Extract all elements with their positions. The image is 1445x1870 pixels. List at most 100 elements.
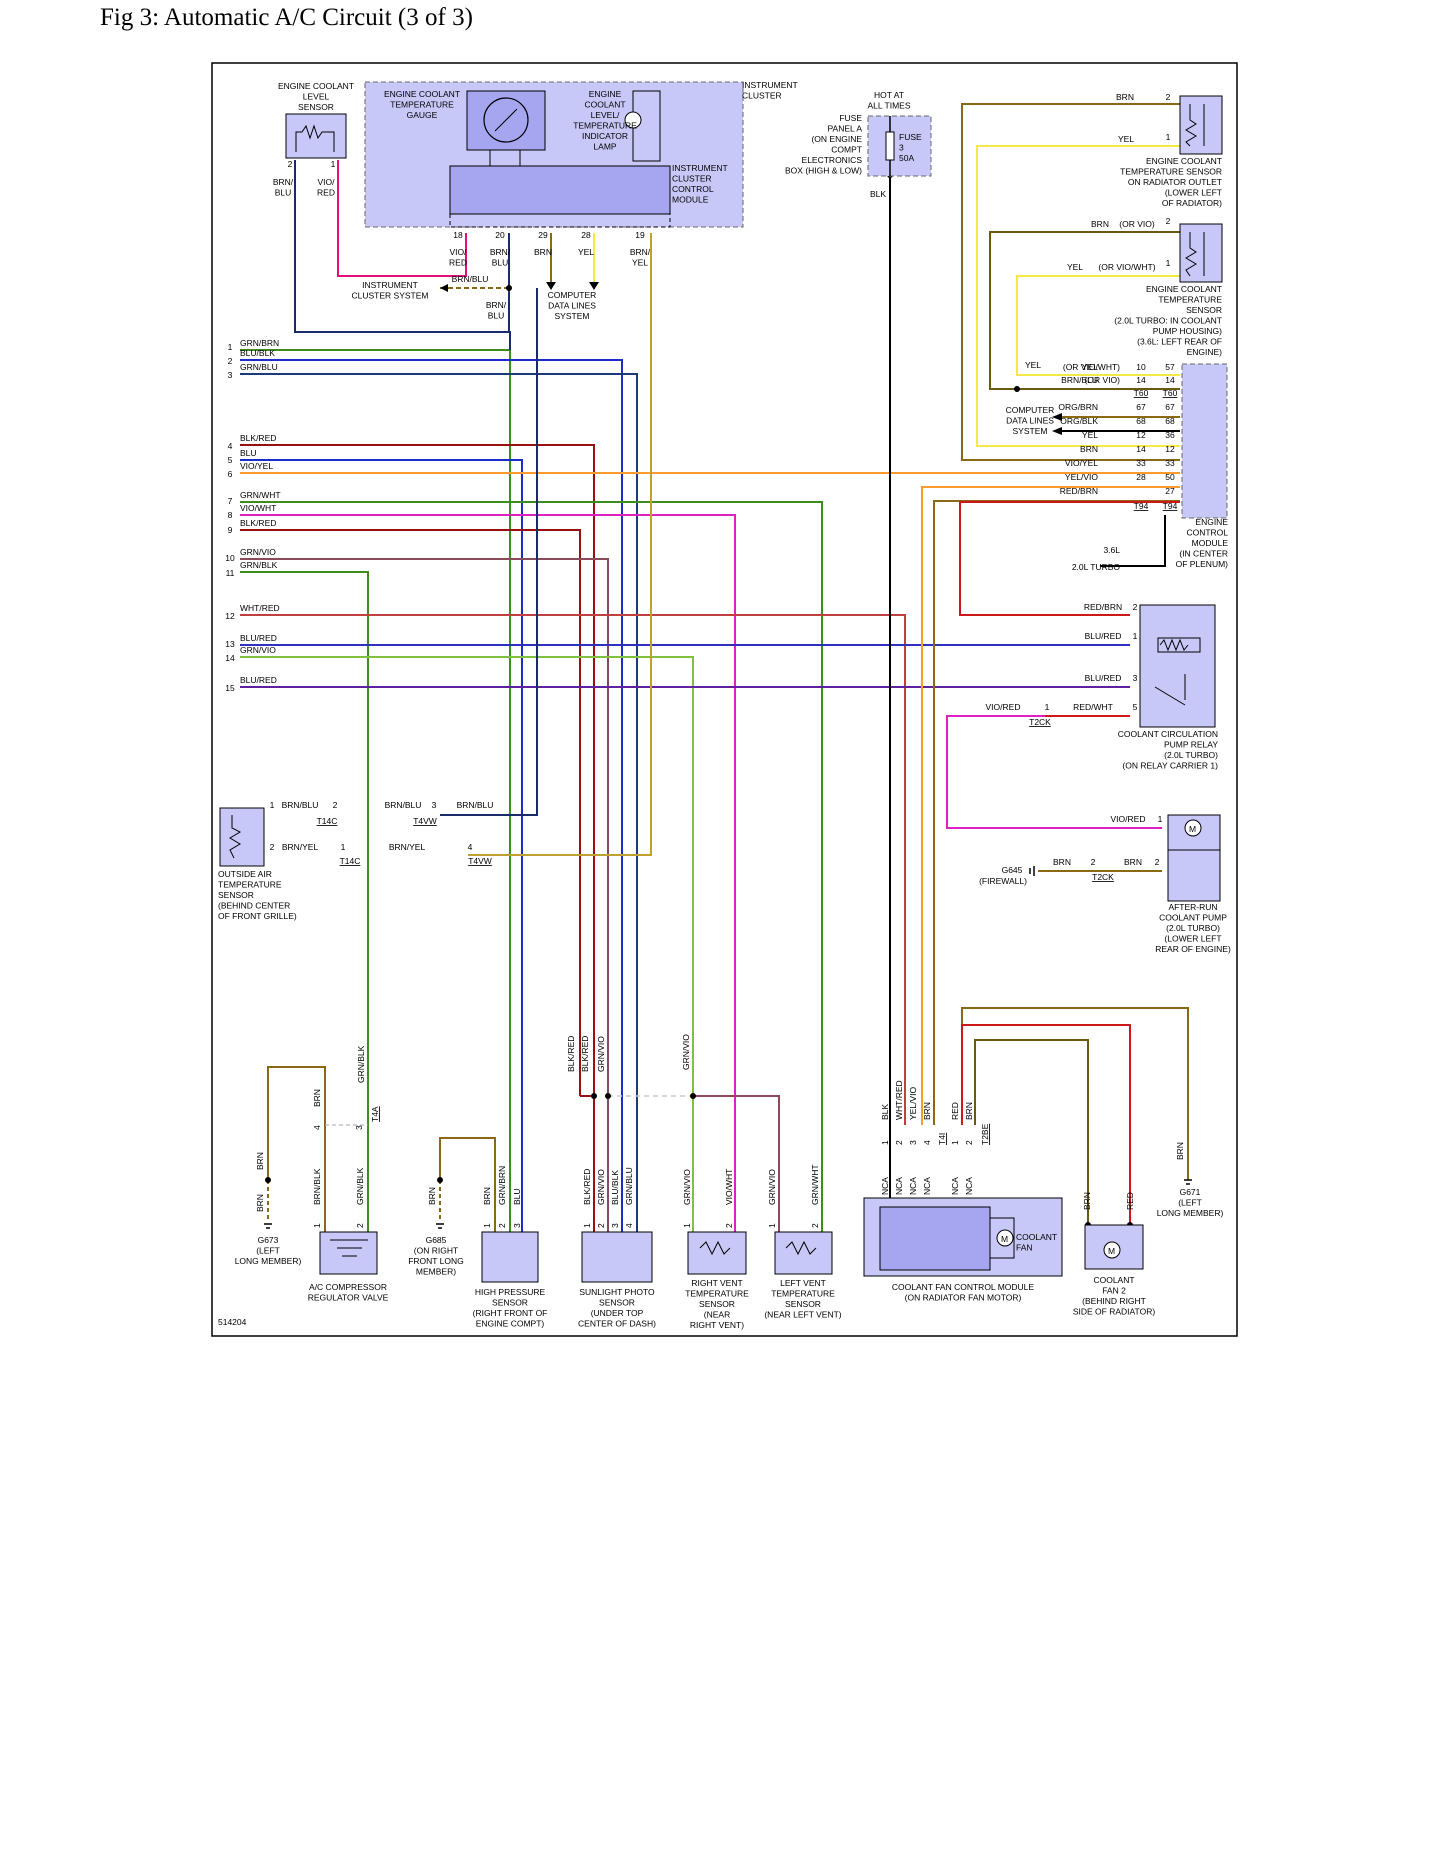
- oat-sensor-label: OF FRONT GRILLE): [218, 911, 297, 921]
- svg-text:M: M: [1108, 1246, 1115, 1256]
- pin-label: 3: [512, 1223, 522, 1228]
- right-vent-label: (NEAR: [704, 1310, 730, 1320]
- ecm-pin-label: 12: [1136, 430, 1146, 440]
- ecm-pin-label: 33: [1136, 458, 1146, 468]
- wire-label: BRN/BLU: [457, 800, 494, 810]
- wire-label: BRN: [312, 1089, 322, 1107]
- wire-grn-blu: [240, 373, 638, 1232]
- pin-label: 4: [312, 1125, 322, 1130]
- wire-label: VIO/: [449, 247, 467, 257]
- oat-sensor-label: SENSOR: [218, 890, 254, 900]
- hot-at-all-times-label: ALL TIMES: [868, 101, 911, 111]
- wire-vio-red-relay: [946, 715, 1162, 829]
- wire-label: BRN/: [486, 300, 507, 310]
- fan2-motor-icon: [1103, 1241, 1121, 1259]
- pin-label: 2: [596, 1223, 606, 1228]
- pin-label: 2: [1155, 857, 1160, 867]
- left-vent-label: SENSOR: [785, 1299, 821, 1309]
- cluster-control-module: [449, 165, 671, 215]
- wire-label: BRN: [1091, 219, 1109, 229]
- pin-label: 29: [538, 230, 548, 240]
- bus-number: 10: [225, 553, 235, 563]
- wire-label: GRN/VIO: [767, 1169, 777, 1205]
- wire-label: YEL: [1118, 134, 1134, 144]
- relay-label: (2.0L TURBO): [1164, 750, 1218, 760]
- pin-label: 1: [767, 1223, 777, 1228]
- ground-symbols: [264, 866, 1192, 1229]
- wire-label: RED: [950, 1102, 960, 1120]
- lamp-label: LEVEL/: [591, 110, 620, 120]
- wire-blu: [240, 459, 523, 1232]
- ecm-pin-label: 67: [1136, 402, 1146, 412]
- system-label: COMPUTER: [548, 290, 597, 300]
- left-vent-label: (NEAR LEFT VENT): [764, 1310, 841, 1320]
- ect-engine-label: (2.0L TURBO: IN COOLANT: [1114, 316, 1222, 326]
- ecm-label: MODULE: [1192, 538, 1229, 548]
- fuse-panel-label: COMPT: [831, 145, 862, 155]
- bus-number: 1: [228, 342, 233, 352]
- ect-engine-label: (3.6L: LEFT REAR OF: [1137, 337, 1222, 347]
- ecm-label: CONTROL: [1186, 528, 1228, 538]
- ect-outlet-label: TEMPERATURE SENSOR: [1120, 167, 1222, 177]
- ecm-pin-label: 68: [1165, 416, 1175, 426]
- ecm-wire-label: (OR VIO): [1085, 375, 1121, 385]
- fuse-panel-label: PANEL A: [828, 124, 863, 134]
- wire-label: GRN/BLK: [356, 1045, 366, 1083]
- pin-label: 1: [1133, 631, 1138, 641]
- ecm-label: OF PLENUM): [1176, 559, 1229, 569]
- bus-number: 14: [225, 653, 235, 663]
- fuse-panel-label: BOX (HIGH & LOW): [785, 166, 862, 176]
- fan-motor-icon: [996, 1229, 1014, 1247]
- ect-engine-sensor: [1179, 223, 1223, 283]
- cluster-module-label: MODULE: [672, 195, 709, 205]
- pin-label: 20: [495, 230, 505, 240]
- bus-wire-label: BLU/RED: [240, 675, 277, 685]
- pin-label: 3: [610, 1223, 620, 1228]
- gauge-label: TEMPERATURE: [390, 100, 454, 110]
- gauge-label: GAUGE: [407, 110, 438, 120]
- engine-control-module: [1181, 363, 1228, 519]
- bus-number: 11: [226, 568, 235, 578]
- g685-label: MEMBER): [416, 1267, 456, 1277]
- wire-label: BRN: [922, 1102, 932, 1120]
- wire-label: BLU: [275, 188, 292, 198]
- pin-label: 4: [922, 1140, 932, 1145]
- pin-label: 1: [1166, 132, 1171, 142]
- nca-label: NCA: [964, 1177, 974, 1195]
- ecm-pin-label: 68: [1136, 416, 1146, 426]
- wire-label: GRN/BRN: [497, 1166, 507, 1205]
- wire-label: BRN: [1053, 857, 1071, 867]
- bus-number: 15: [225, 683, 235, 693]
- coolant-level-sensor-label: ENGINE COOLANT: [278, 81, 354, 91]
- bus-number: 13: [225, 639, 235, 649]
- ecm-pin-label: 14: [1165, 375, 1175, 385]
- wire-label: BRN/BLK: [312, 1168, 322, 1205]
- ecm-pin-label: 27: [1165, 486, 1175, 496]
- variant-label: 2.0L TURBO: [1072, 562, 1121, 572]
- relay-wire-label: BLU/RED: [1085, 631, 1122, 641]
- pin-label: 2: [270, 842, 275, 852]
- wire-label: BRN: [255, 1194, 265, 1212]
- instrument-cluster: [364, 81, 744, 228]
- relay-wire-label: RED/BRN: [1084, 602, 1122, 612]
- ect-engine-label: SENSOR: [1186, 305, 1222, 315]
- pin-label: 1: [331, 159, 336, 169]
- bus-wire-label: WHT/RED: [240, 603, 280, 613]
- wire-label: VIO/RED: [1111, 814, 1146, 824]
- bus-number: 2: [228, 356, 233, 366]
- pin-label: 3: [908, 1140, 918, 1145]
- bus-wire-label: GRN/BRN: [240, 338, 279, 348]
- relay-label: (ON RELAY CARRIER 1): [1122, 761, 1218, 771]
- pin-label: 2: [1166, 92, 1171, 102]
- wire-blu-blk: [240, 359, 623, 1232]
- ecm-pin-label: 50: [1165, 472, 1175, 482]
- pin-label: 3: [432, 800, 437, 810]
- wire-label: GRN/VIO: [682, 1169, 692, 1205]
- wire-label: BRN: [1116, 92, 1134, 102]
- g685-label: G685: [426, 1235, 447, 1245]
- diagram-frame: [211, 62, 1238, 1337]
- ecm-wire-label: YEL: [1082, 362, 1098, 372]
- ac-compressor-valve: [319, 1231, 378, 1275]
- ecm-pin-label: 14: [1136, 375, 1146, 385]
- sunlight-photo-sensor: [581, 1231, 653, 1283]
